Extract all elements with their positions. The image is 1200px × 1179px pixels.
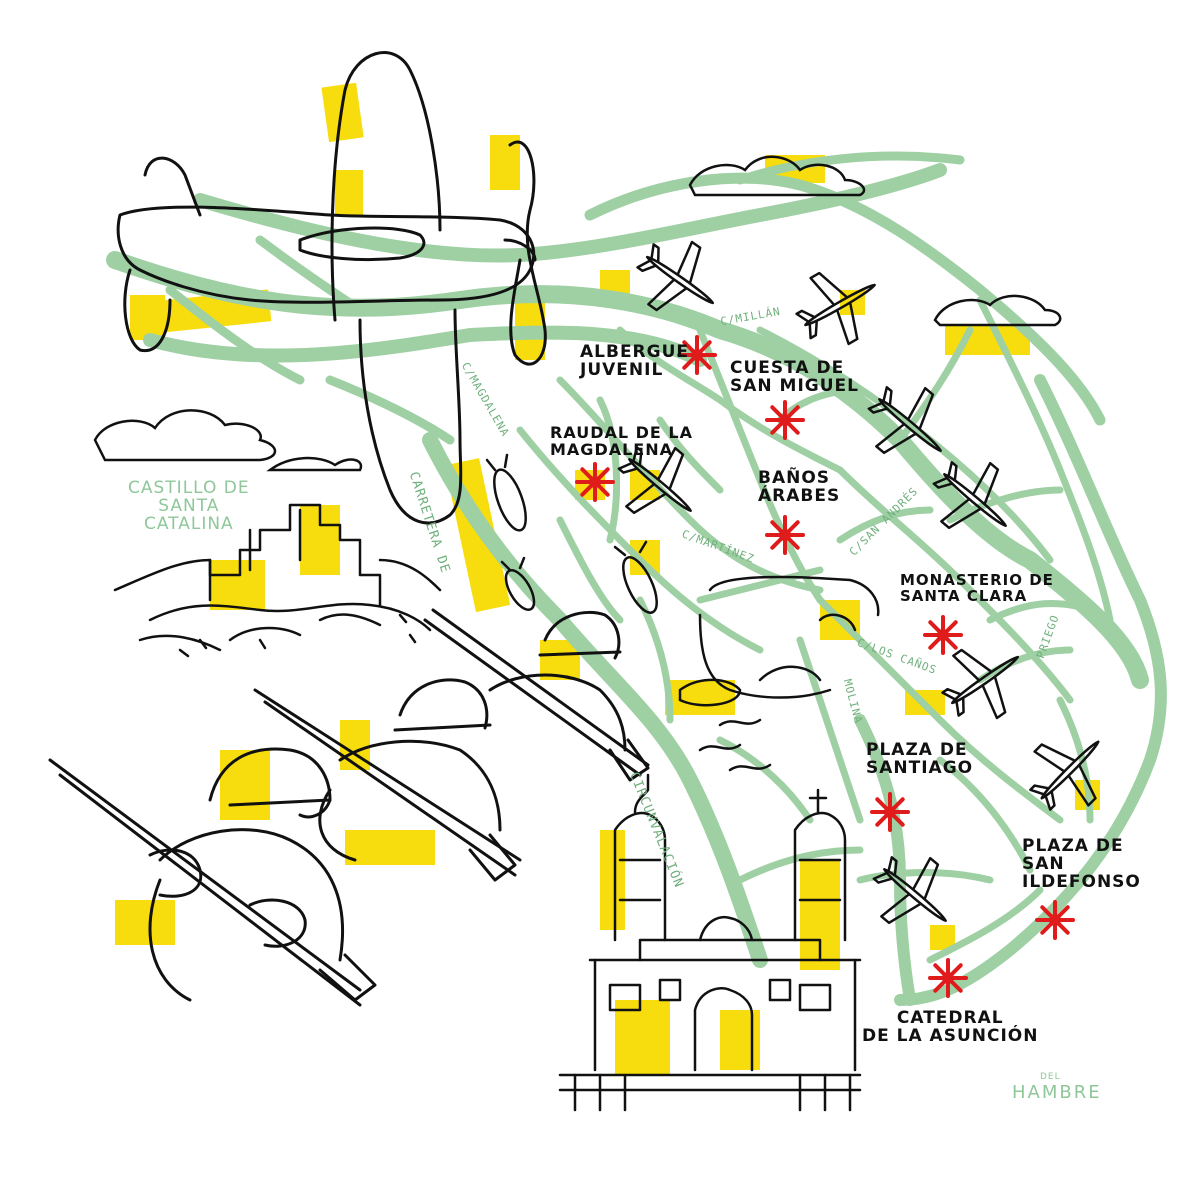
label-raudal-magdalena: RAUDAL DE LA MAGDALENA	[550, 423, 693, 459]
bombing-markers	[575, 335, 1075, 998]
explosion-marker-icon	[1035, 900, 1075, 940]
warplane-icon	[795, 271, 876, 346]
artist-signature: HAMBRE	[1012, 1082, 1102, 1103]
warplane-icon	[932, 461, 1007, 530]
explosion-marker-icon	[765, 400, 805, 440]
warplane-icon	[1029, 740, 1100, 811]
explosion-marker-icon	[928, 958, 968, 998]
soldiers	[48, 608, 650, 1007]
explosion-marker-icon	[923, 615, 963, 655]
warplane-icon	[636, 240, 715, 312]
explosion-marker-icon	[765, 515, 805, 555]
explosion-marker-icon	[677, 335, 717, 375]
explosion-marker-icon	[870, 792, 910, 832]
clouds	[93, 155, 1062, 472]
label-plaza-santiago: PLAZA DE SANTIAGO	[866, 740, 974, 778]
label-cuesta-san-miguel: CUESTA DE SAN MIGUEL	[730, 358, 859, 396]
warplanes	[617, 240, 1100, 925]
label-plaza-san-ildefonso: PLAZA DE SAN ILDEFONSO	[1022, 836, 1141, 892]
cathedral-asuncion	[558, 773, 862, 1112]
label-catedral-asuncion: CATEDRAL DE LA ASUNCIÓN	[862, 1008, 1039, 1046]
warplane-icon	[617, 446, 692, 515]
warplane-icon	[941, 648, 1020, 720]
warplane-icon	[872, 856, 947, 925]
label-banos-arabes: BAÑOS ÁRABES	[758, 468, 841, 506]
warplane-icon	[867, 386, 942, 455]
explosion-marker-icon	[575, 462, 615, 502]
label-castillo-santa-catalina: CASTILLO DE SANTA CATALINA	[128, 478, 250, 534]
label-albergue-juvenil: ALBERGUE JUVENIL	[580, 342, 690, 380]
artist-signature-top: DEL	[1040, 1072, 1061, 1082]
falling-bombs	[485, 453, 658, 614]
label-monasterio-santa-clara: MONASTERIO DE SANTA CLARA	[900, 571, 1054, 605]
river-bridge-sketch	[678, 575, 880, 772]
large-airplane-sketch	[116, 51, 547, 525]
castle-santa-catalina	[113, 503, 442, 658]
